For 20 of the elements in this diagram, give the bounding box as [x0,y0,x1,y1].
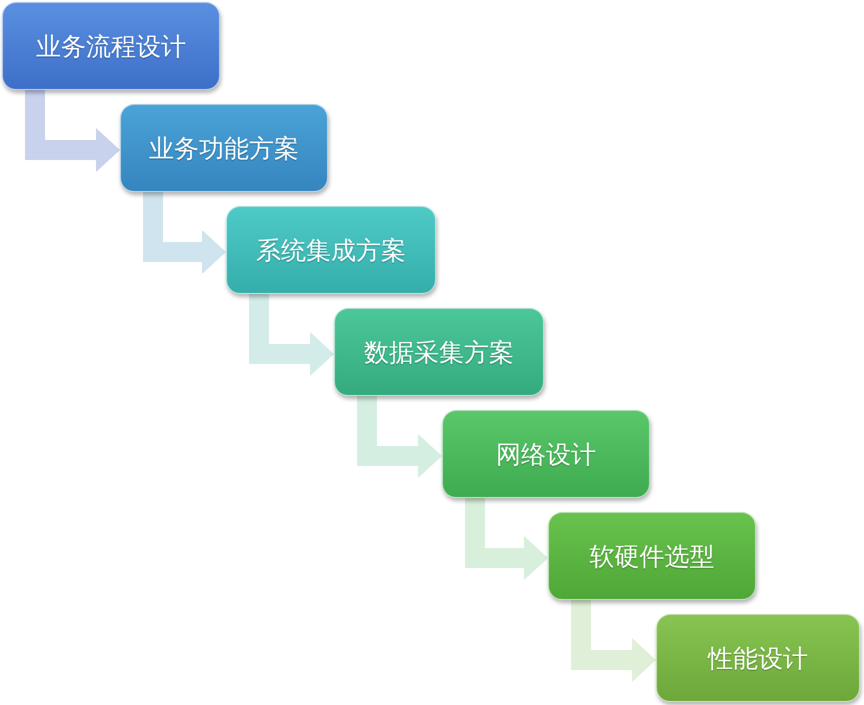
step-label: 业务流程设计 [36,30,186,62]
step-label: 数据采集方案 [364,336,514,368]
step-label: 软硬件选型 [590,540,714,572]
step-label: 性能设计 [708,642,808,674]
bent-arrow [143,192,226,274]
bent-arrow [571,600,656,682]
bent-arrow [465,498,548,580]
bent-arrow [25,90,120,172]
process-box [120,104,328,192]
step-label: 系统集成方案 [256,234,406,266]
process-box [442,410,650,498]
process-box [334,308,544,396]
step-label: 网络设计 [496,438,596,470]
bent-arrow [357,396,442,478]
step-label: 业务功能方案 [149,132,299,164]
process-box [656,614,860,702]
process-box [548,512,756,600]
process-box [2,2,220,90]
bent-arrow [249,294,334,376]
process-box [226,206,436,294]
